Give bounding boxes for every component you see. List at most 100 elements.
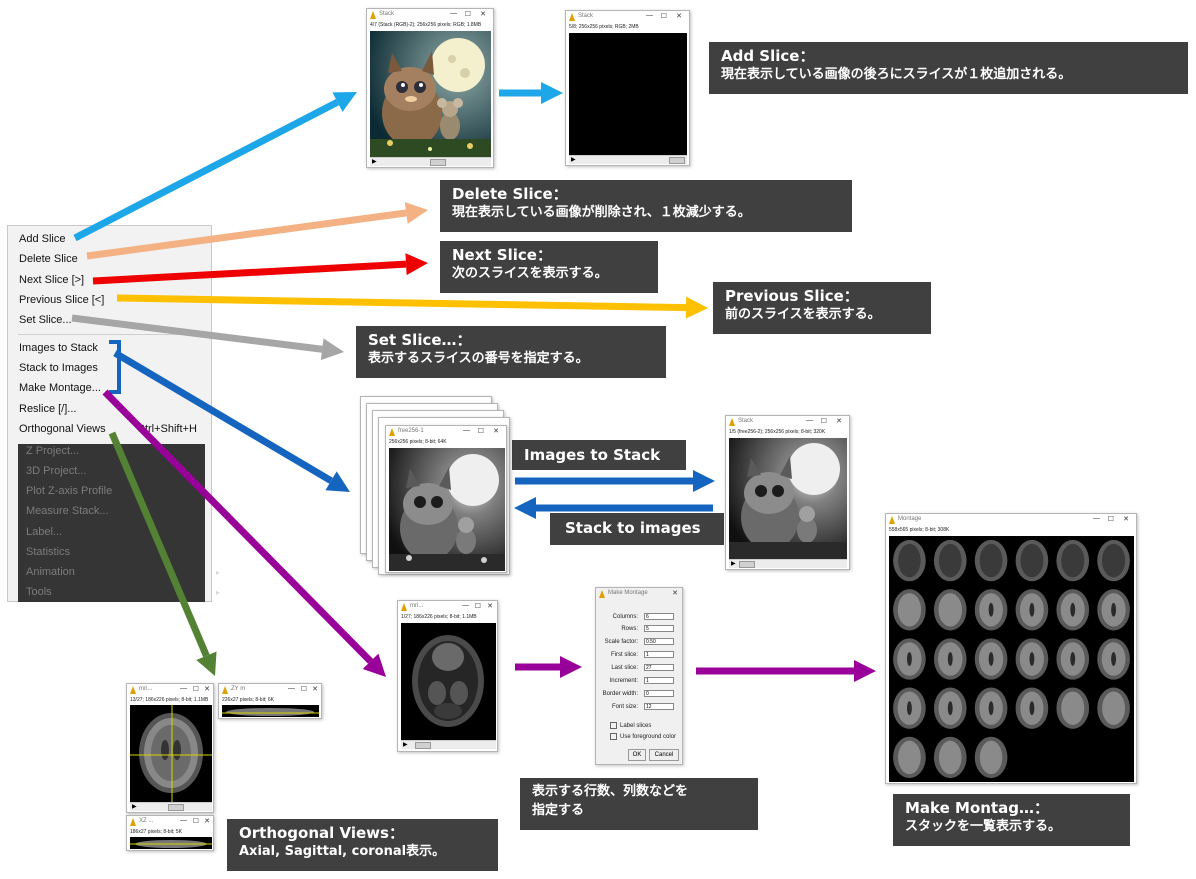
window-title: Stack (738, 418, 754, 424)
minimize-button[interactable]: — (288, 685, 295, 692)
stack-black-window[interactable]: Stack — ☐ ✕ 5/8; 256x256 pixels; RGB; 2M… (565, 10, 690, 166)
close-button[interactable]: ✕ (493, 428, 499, 435)
maximize-button[interactable]: ☐ (192, 818, 199, 825)
scroll-thumb[interactable] (168, 804, 184, 811)
stack-gray-window[interactable]: Stack — ☐ ✕ 1/5 (free256-2); 256x256 pix… (725, 415, 850, 570)
menu-item-statistics[interactable]: Statistics (26, 546, 71, 558)
scale-factor-field[interactable]: 0.50 (644, 638, 674, 645)
slice-scrollbar[interactable]: ▶ (130, 802, 212, 811)
close-button[interactable]: ✕ (676, 13, 682, 20)
close-button[interactable]: ✕ (487, 603, 493, 610)
callout-add-slice: Add Slice： 現在表示している画像の後ろにスライスが１枚追加される。 (709, 42, 1188, 94)
maximize-button[interactable]: ☐ (192, 686, 199, 693)
maximize-button[interactable]: ☐ (660, 13, 667, 20)
image-window-front[interactable]: free256-1 — ☐ ✕ 256x256 pixels; 8-bit; 6… (385, 425, 507, 573)
menu-item-make-montage[interactable]: Make Montage... (19, 382, 101, 394)
black-slice-image[interactable] (569, 33, 687, 155)
maximize-button[interactable]: ☐ (464, 11, 471, 18)
label-slices-checkbox[interactable]: Label slices (610, 722, 651, 729)
slice-scrollbar[interactable]: ▶ (370, 157, 491, 166)
stack-rgb-window[interactable]: Stack — ☐ ✕ 4/7 (Stack (RGB)-2); 256x256… (366, 8, 494, 168)
minimize-button[interactable]: — (180, 685, 187, 692)
play-icon[interactable]: ▶ (372, 159, 377, 165)
scroll-thumb[interactable] (669, 157, 685, 164)
menu-item-next-slice[interactable]: Next Slice [>] (19, 274, 85, 286)
columns-field[interactable]: 6 (644, 613, 674, 620)
ortho-sagittal-image[interactable] (222, 705, 319, 717)
border-width-field[interactable]: 0 (644, 690, 674, 697)
menu-item-images-to-stack[interactable]: Images to Stack (19, 342, 98, 354)
mri-axial-image[interactable] (401, 623, 496, 740)
menu-item-label[interactable]: Label... (26, 526, 63, 538)
maximize-button[interactable]: ☐ (477, 428, 484, 435)
menu-item-delete-slice[interactable]: Delete Slice (19, 253, 78, 265)
maximize-button[interactable]: ☐ (300, 686, 307, 693)
slice-scrollbar[interactable]: ▶ (401, 740, 496, 749)
minimize-button[interactable]: — (180, 817, 187, 824)
callout-body: 指定する (532, 803, 585, 818)
cartoon-gray-image[interactable] (389, 448, 505, 571)
close-button[interactable]: ✕ (836, 418, 842, 425)
close-button[interactable]: ✕ (312, 686, 318, 693)
scroll-thumb[interactable] (430, 159, 446, 166)
arrow-images-to-stack-head (325, 471, 350, 492)
make-montage-dialog[interactable]: Make Montage ✕ Columns: 6 Rows: 5 Scale … (595, 587, 683, 765)
slice-scrollbar[interactable]: ▶ (569, 155, 687, 164)
ortho-zy-window[interactable]: ZY m — ☐ ✕ 226x27 pixels; 8-bit; 6K (218, 683, 322, 719)
montage-image[interactable] (889, 536, 1134, 782)
menu-item-z-project[interactable]: Z Project... (26, 445, 80, 457)
menu-item-reslice[interactable]: Reslice [/]... (19, 403, 77, 415)
minimize-button[interactable]: — (646, 12, 653, 19)
slice-scrollbar[interactable]: ▶ (729, 559, 847, 568)
ortho-xz-window[interactable]: XZ ... — ☐ ✕ 186x27 pixels; 8-bit; 5K (126, 815, 214, 851)
play-icon[interactable]: ▶ (132, 804, 137, 810)
image-info: 13/27; 186x226 pixels; 8-bit; 1.1MB (130, 697, 209, 703)
ortho-axial-image[interactable] (130, 705, 212, 802)
font-size-field[interactable]: 12 (644, 703, 674, 710)
close-button[interactable]: ✕ (204, 686, 210, 693)
minimize-button[interactable]: — (806, 417, 813, 424)
last-slice-field[interactable]: 27 (644, 664, 674, 671)
scroll-thumb[interactable] (739, 561, 755, 568)
montage-window[interactable]: Montage — ☐ ✕ 558x565 pixels; 8-bit; 308… (885, 513, 1137, 784)
menu-item-animation[interactable]: Animation ▸ (26, 566, 220, 578)
menu-item-add-slice[interactable]: Add Slice (19, 233, 66, 245)
play-icon[interactable]: ▶ (731, 561, 736, 567)
minimize-button[interactable]: — (463, 427, 470, 434)
close-button[interactable]: ✕ (1123, 516, 1129, 523)
maximize-button[interactable]: ☐ (820, 418, 827, 425)
cartoon-gray-stack-image[interactable] (729, 438, 847, 559)
callout-make-montage: Make Montag…： スタックを一覧表示する。 (893, 794, 1130, 846)
arrow-add-slice-result-head (541, 82, 563, 104)
close-button[interactable]: ✕ (672, 590, 678, 597)
menu-item-stack-to-images[interactable]: Stack to Images (19, 362, 98, 374)
minimize-button[interactable]: — (462, 602, 469, 609)
maximize-button[interactable]: ☐ (474, 603, 481, 610)
minimize-button[interactable]: — (450, 10, 457, 17)
menu-item-3d-project[interactable]: 3D Project... (26, 465, 87, 477)
rows-field[interactable]: 5 (644, 625, 674, 632)
menu-item-previous-slice[interactable]: Previous Slice [<] (19, 294, 105, 306)
close-button[interactable]: ✕ (480, 11, 486, 18)
first-slice-field[interactable]: 1 (644, 651, 674, 658)
menu-item-orthogonal-views[interactable]: Orthogonal Views (19, 423, 106, 435)
cancel-button[interactable]: Cancel (649, 749, 679, 761)
ortho-xy-window[interactable]: mri... — ☐ ✕ 13/27; 186x226 pixels; 8-bi… (126, 683, 214, 813)
arrow-next-slice (92, 260, 407, 285)
ok-button[interactable]: OK (628, 749, 646, 761)
menu-item-set-slice[interactable]: Set Slice... (19, 314, 72, 326)
menu-item-plot-z-axis-profile[interactable]: Plot Z-axis Profile (26, 485, 113, 497)
play-icon[interactable]: ▶ (403, 742, 408, 748)
maximize-button[interactable]: ☐ (1107, 516, 1114, 523)
ortho-coronal-image[interactable] (130, 837, 212, 849)
foreground-color-checkbox[interactable]: Use foreground color (610, 733, 676, 740)
menu-item-measure-stack[interactable]: Measure Stack... (26, 505, 109, 517)
menu-item-tools[interactable]: Tools ▸ (26, 586, 220, 598)
play-icon[interactable]: ▶ (571, 157, 576, 163)
increment-field[interactable]: 1 (644, 677, 674, 684)
mri-window[interactable]: mri... — ☐ ✕ 1/27; 186x226 pixels; 8-bit… (397, 600, 498, 752)
cartoon-color-image[interactable] (370, 31, 491, 157)
scroll-thumb[interactable] (415, 742, 431, 749)
minimize-button[interactable]: — (1093, 515, 1100, 522)
close-button[interactable]: ✕ (204, 818, 210, 825)
